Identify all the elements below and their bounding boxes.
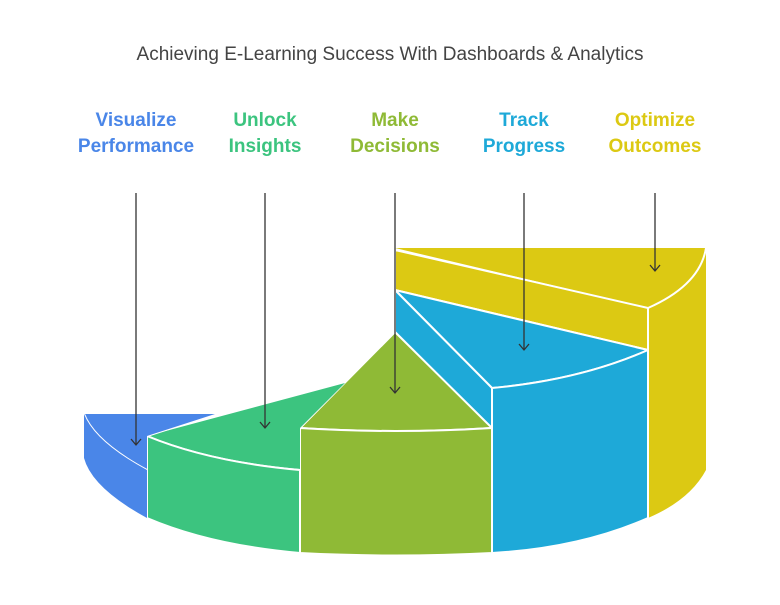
arrow-down-icon [389,193,401,394]
label-line: Unlock [233,110,297,131]
segment-make-decisions [299,331,493,557]
label-line: Make [371,110,419,131]
arrow-down-icon [518,193,530,351]
label-line: Decisions [350,136,440,157]
arrow-down-icon [259,193,271,429]
segment-visualize-performance [83,413,215,518]
arrow-down-icon [130,193,142,446]
segment-track-progress [394,289,649,554]
segment-unlock-insights [146,383,345,554]
arrow-down-icon [649,193,661,272]
label-line: Insights [228,136,302,157]
label-line: Performance [77,136,195,157]
label-line: Track [499,110,549,131]
label-line: Progress [482,136,566,157]
label-line: Optimize [614,110,696,131]
label-line: Visualize [95,110,177,131]
label-line: Outcomes [608,136,702,157]
diagram-title: Achieving E-Learning Success With Dashbo… [136,44,644,65]
arrows [130,193,661,446]
